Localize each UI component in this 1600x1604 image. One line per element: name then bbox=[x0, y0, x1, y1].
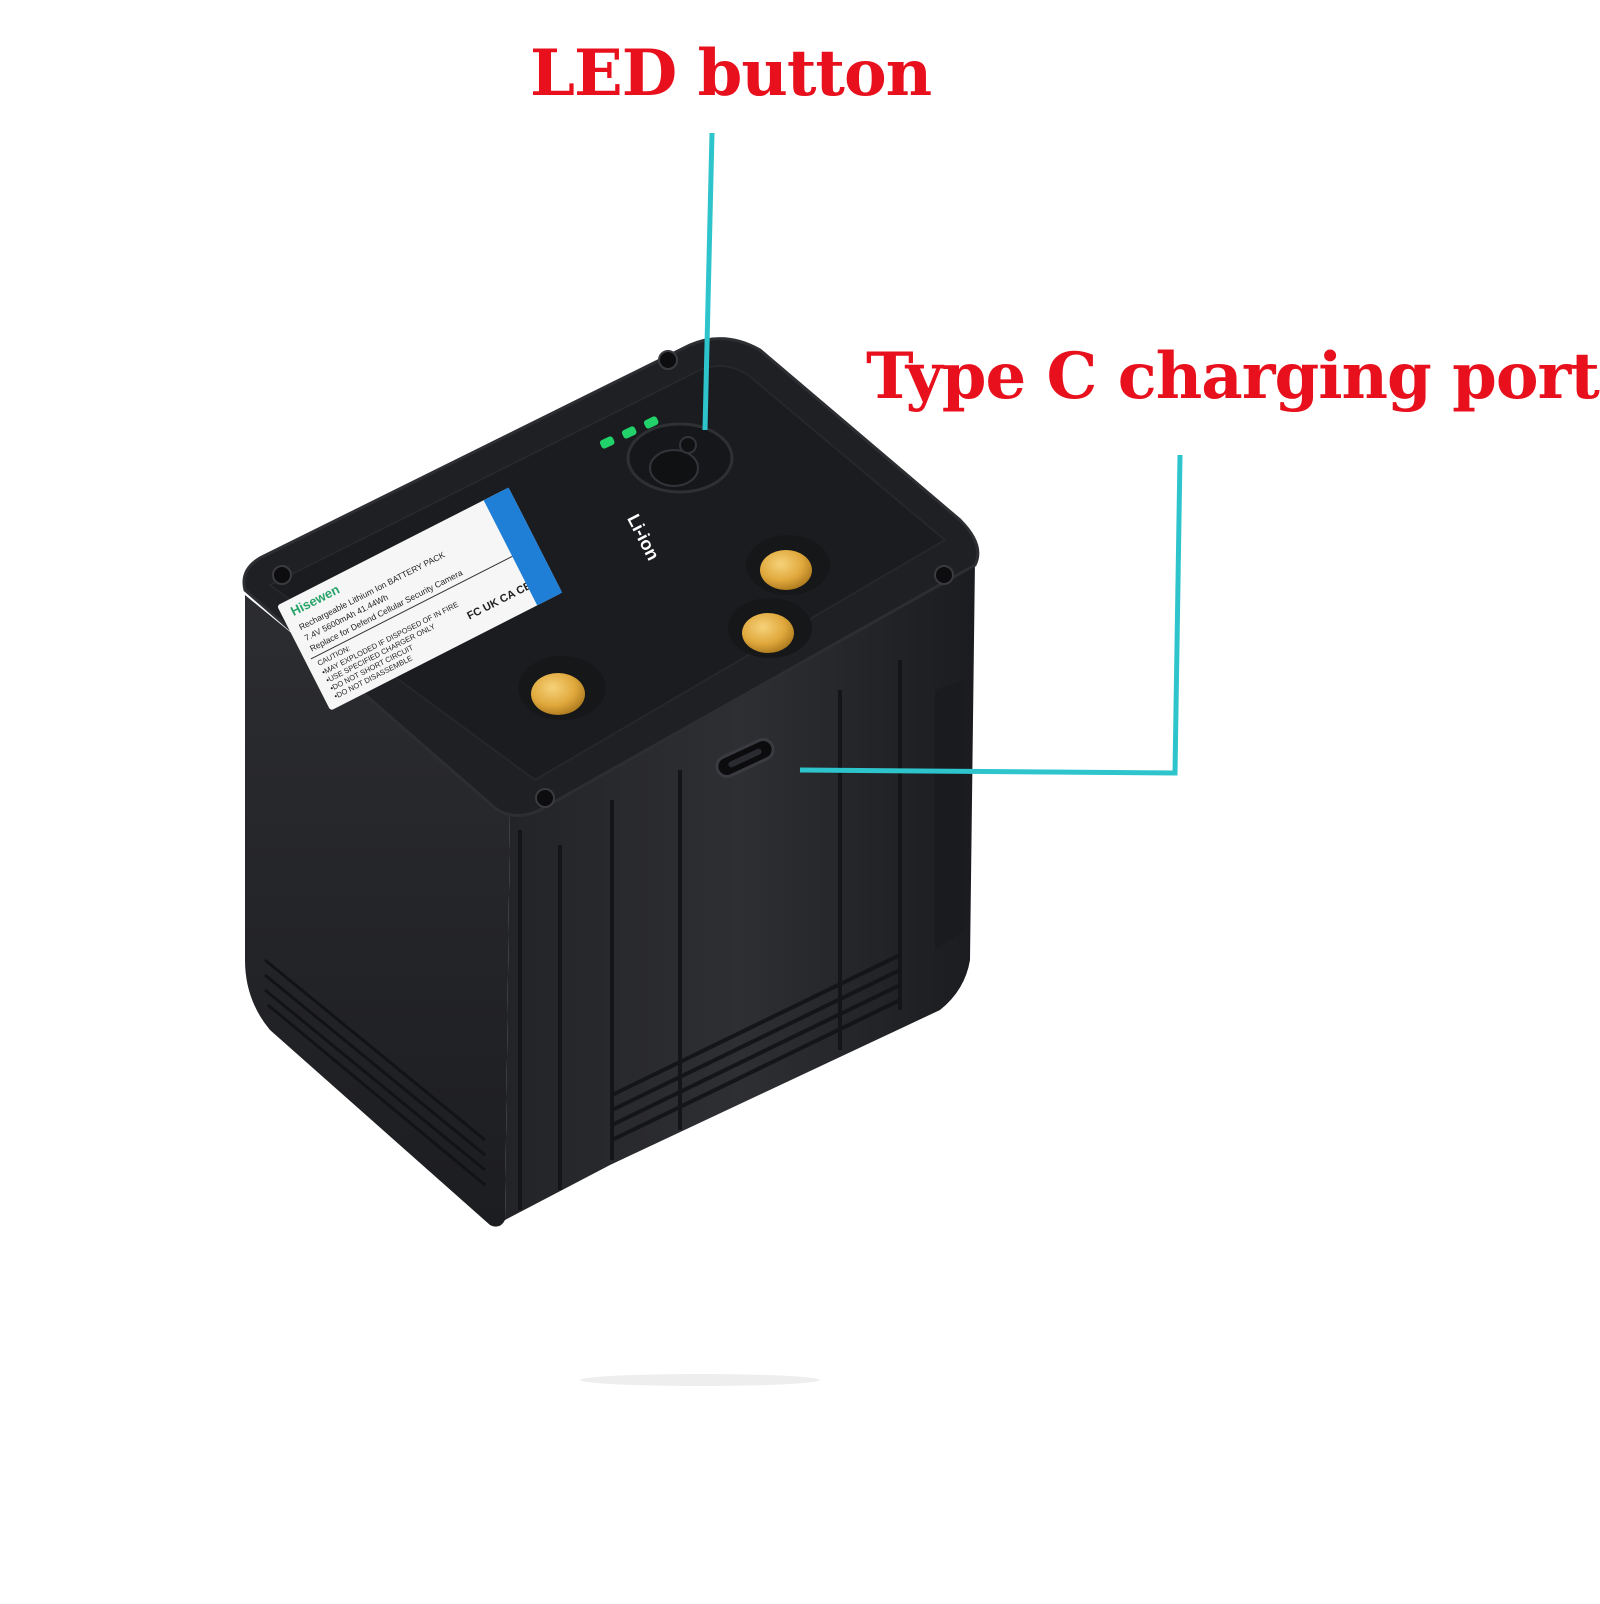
led-indicators bbox=[599, 416, 659, 449]
terminal-contact-1 bbox=[746, 535, 830, 595]
type-c-port[interactable] bbox=[714, 736, 777, 779]
top-face-bevel bbox=[268, 365, 947, 782]
side-clip bbox=[935, 680, 965, 950]
type-c-port-callout: Type C charging port bbox=[866, 339, 1600, 414]
led-button[interactable] bbox=[626, 422, 734, 494]
led-button-callout: LED button bbox=[530, 36, 932, 111]
battery-right-face bbox=[505, 560, 975, 1220]
left-face-ridges bbox=[264, 958, 486, 1187]
type-c-leader-line bbox=[799, 454, 1183, 776]
right-face-panel bbox=[518, 660, 902, 1210]
terminal-contact-3 bbox=[518, 656, 606, 720]
terminal-contact-2 bbox=[728, 598, 812, 658]
battery-left-face bbox=[245, 595, 510, 1227]
battery-label: Hisewen Rechargeable Lithium Ion BATTERY… bbox=[277, 487, 563, 710]
led-leader-line bbox=[702, 132, 715, 431]
floor-shadow bbox=[580, 1374, 820, 1386]
corner-screws bbox=[272, 350, 954, 808]
